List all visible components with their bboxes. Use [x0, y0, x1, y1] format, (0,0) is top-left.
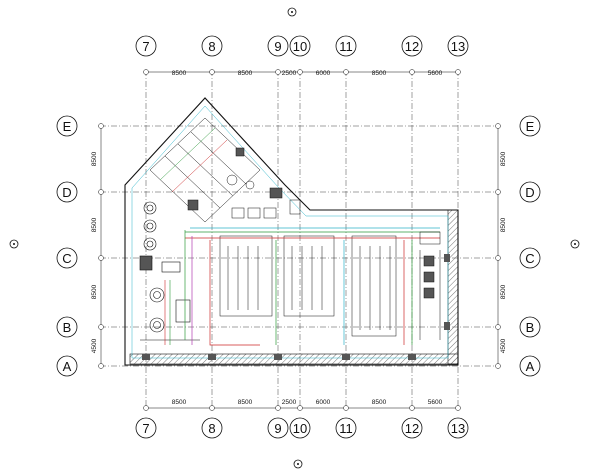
col-bubble-bottom-12: 12 — [405, 421, 419, 436]
north-arrow-bottom-icon — [293, 459, 303, 469]
right-dimension-labels: 8500 8500 8500 4500 — [500, 151, 507, 353]
row-bubble-left-a: A — [63, 359, 72, 374]
top-dim-10-11: 6000 — [316, 70, 331, 77]
bottom-dimension-labels: 8500 8500 2500 6000 8500 5600 — [172, 399, 443, 406]
row-bubble-left-d: D — [62, 185, 71, 200]
col-bubble-bottom-9: 9 — [274, 421, 281, 436]
left-dimension-labels: 8500 8500 8500 4500 — [91, 151, 98, 353]
col-bubble-top-10: 10 — [293, 39, 307, 54]
column-bubbles-bottom — [135, 417, 469, 439]
col-bubble-top-13: 13 — [451, 39, 465, 54]
row-bubble-right-e: E — [526, 119, 535, 134]
row-bubbles-left — [56, 115, 78, 377]
rotated-wing-equipment — [149, 117, 261, 223]
col-bubble-bottom-7: 7 — [142, 421, 149, 436]
top-dim-11-12: 8500 — [372, 70, 387, 77]
row-bubbles-right — [519, 115, 541, 377]
bottom-dim-12-13: 5600 — [428, 399, 443, 406]
right-dim-e-d: 8500 — [500, 151, 507, 166]
right-dimension-line — [495, 123, 501, 369]
column-bubbles-top — [135, 35, 469, 57]
equipment-bays — [219, 235, 397, 337]
left-dimension-line — [98, 123, 104, 369]
left-dim-d-c: 8500 — [91, 217, 98, 232]
row-bubble-right-b: B — [526, 320, 535, 335]
row-grid-lines — [100, 125, 500, 367]
bottom-dim-8-9: 8500 — [238, 399, 253, 406]
top-dim-8-9: 8500 — [238, 70, 253, 77]
col-bubble-top-8: 8 — [208, 39, 215, 54]
column-bubble-labels-top: 7 8 9 10 11 12 13 — [142, 39, 465, 54]
col-bubble-top-7: 7 — [142, 39, 149, 54]
row-bubble-left-b: B — [63, 320, 72, 335]
row-bubble-right-c: C — [525, 251, 534, 266]
equipment-row-top — [231, 187, 301, 219]
right-dim-c-b: 8500 — [500, 284, 507, 299]
bottom-dim-9-10: 2500 — [282, 399, 297, 406]
bottom-dim-11-12: 8500 — [372, 399, 387, 406]
right-dim-b-a: 4500 — [500, 338, 507, 353]
north-arrow-left-icon — [9, 239, 19, 249]
bottom-dim-10-11: 6000 — [316, 399, 331, 406]
col-bubble-bottom-10: 10 — [293, 421, 307, 436]
structural-columns — [142, 254, 450, 360]
col-bubble-top-9: 9 — [274, 39, 281, 54]
row-bubble-right-a: A — [526, 359, 535, 374]
top-dimension-labels: 8500 8500 2500 6000 8500 5600 — [172, 70, 443, 77]
row-bubble-left-c: C — [62, 251, 71, 266]
north-arrow-right-icon — [570, 239, 580, 249]
top-dim-7-8: 8500 — [172, 70, 187, 77]
col-bubble-top-11: 11 — [339, 39, 353, 54]
col-bubble-bottom-8: 8 — [208, 421, 215, 436]
row-bubble-right-d: D — [525, 185, 534, 200]
row-bubble-labels-left: E D C B A — [62, 119, 71, 374]
north-arrow-top-icon — [287, 7, 297, 17]
top-dim-9-10: 2500 — [282, 70, 297, 77]
bottom-dimension-line — [143, 405, 461, 411]
bottom-dim-7-8: 8500 — [172, 399, 187, 406]
left-dim-b-a: 4500 — [91, 338, 98, 353]
column-bubble-labels-bottom: 7 8 9 10 11 12 13 — [142, 421, 465, 436]
right-dim-d-c: 8500 — [500, 217, 507, 232]
col-bubble-bottom-13: 13 — [451, 421, 465, 436]
pump-equipment-right — [419, 231, 441, 340]
top-dim-12-13: 5600 — [428, 70, 443, 77]
left-dim-e-d: 8500 — [91, 151, 98, 166]
col-bubble-top-12: 12 — [405, 39, 419, 54]
row-bubble-labels-right: E D C B A — [525, 119, 534, 374]
pipe-runs — [184, 227, 440, 346]
col-bubble-bottom-11: 11 — [339, 421, 353, 436]
top-dimension-line — [143, 69, 461, 75]
row-bubble-left-e: E — [63, 119, 72, 134]
left-dim-c-b: 8500 — [91, 284, 98, 299]
pump-equipment-left — [139, 201, 200, 345]
building-outline — [124, 97, 459, 366]
